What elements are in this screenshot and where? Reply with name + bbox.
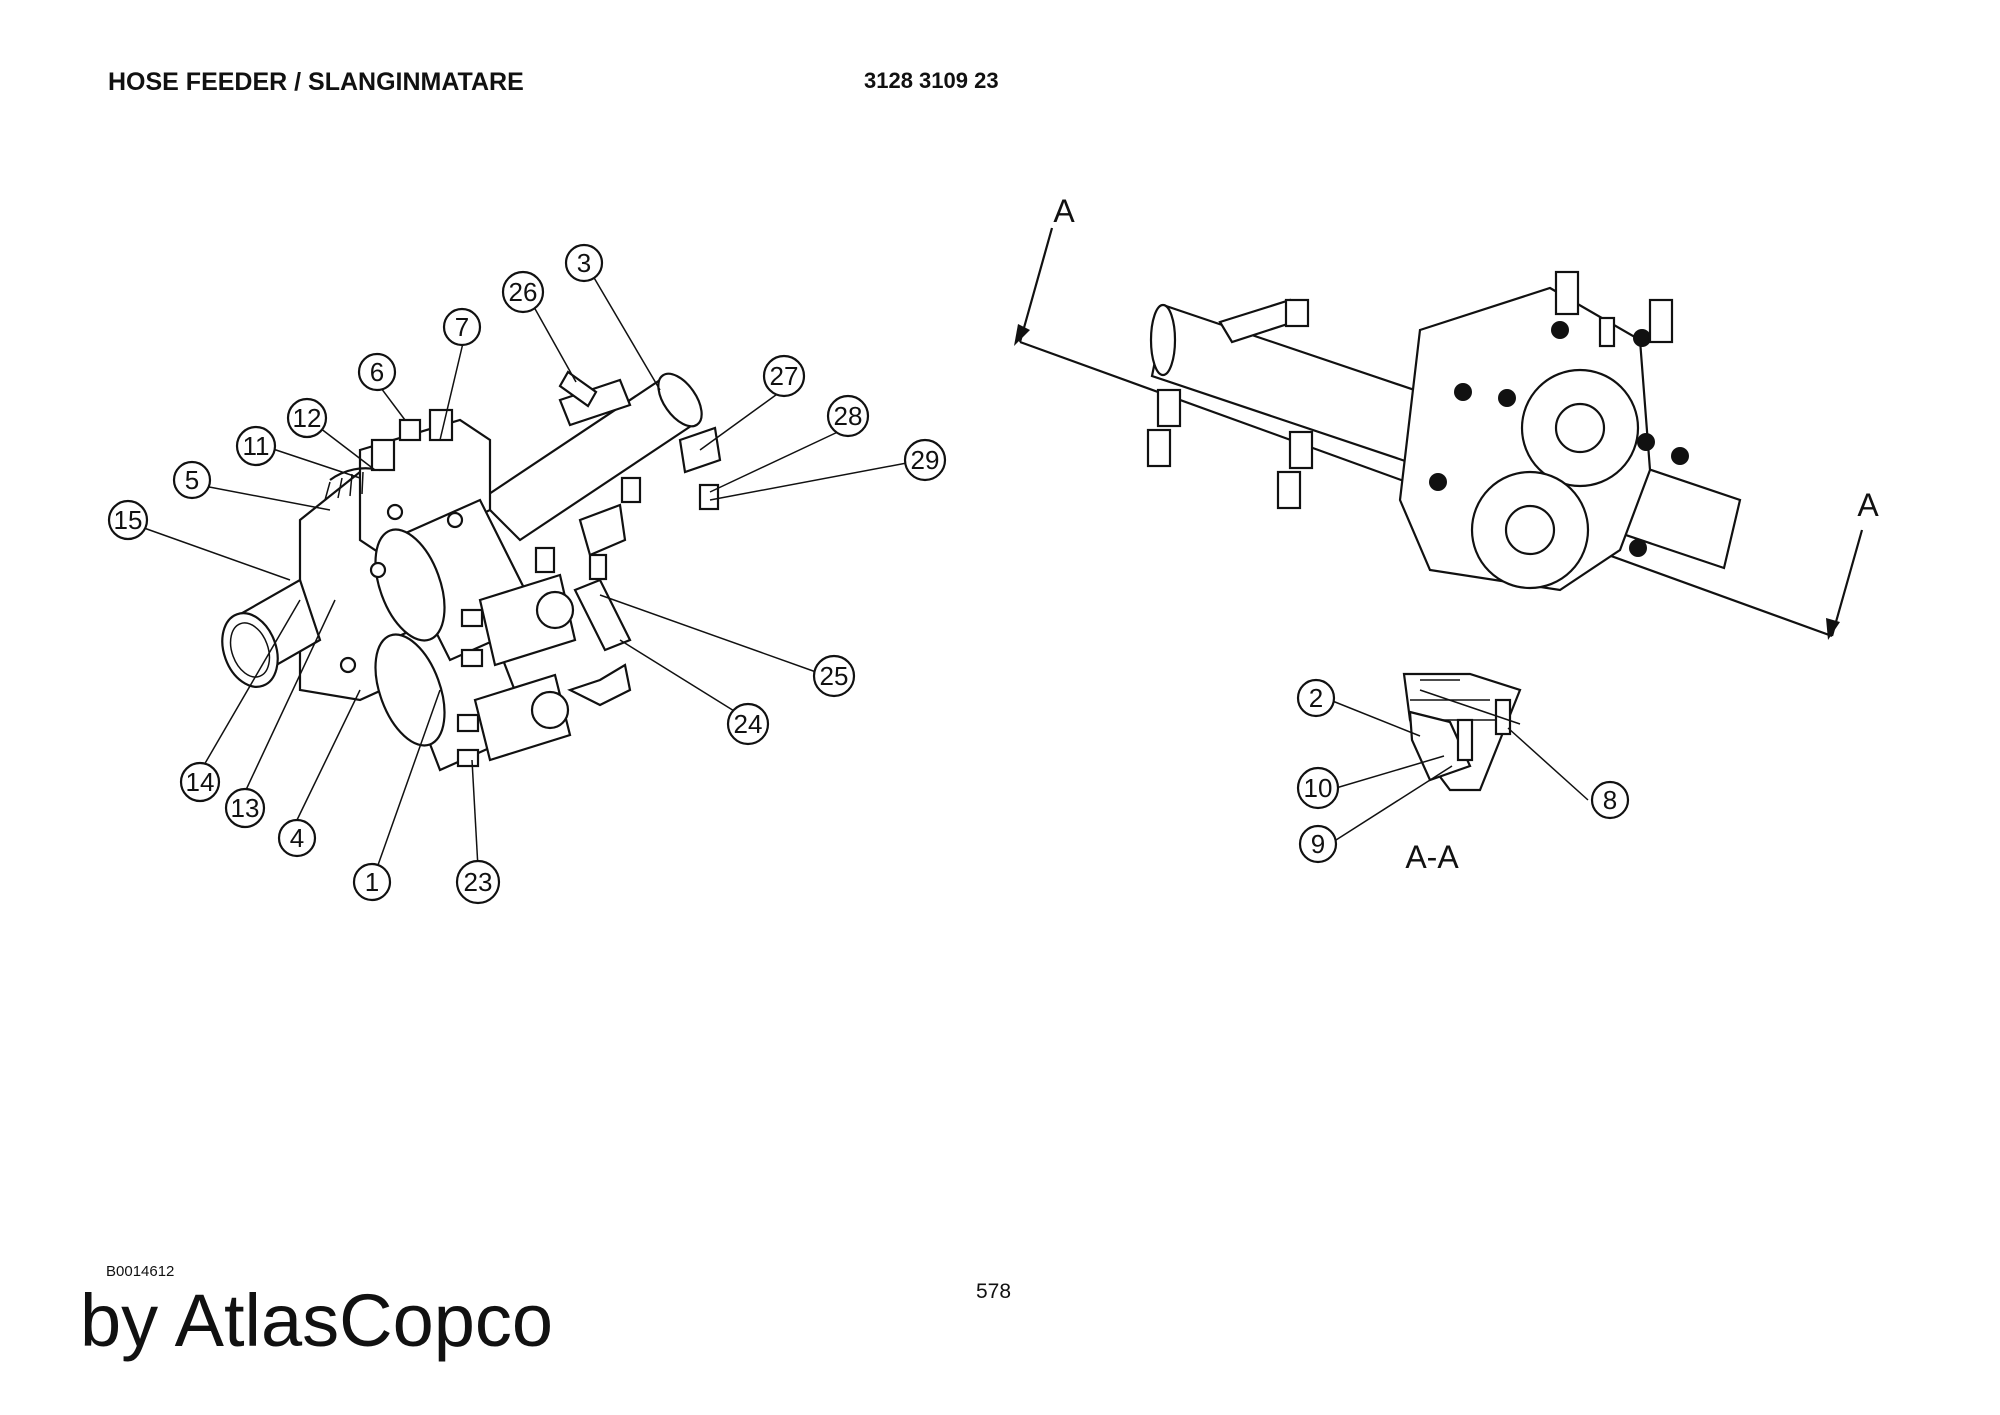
callout-12: 12 xyxy=(286,397,328,439)
leader-lines-section xyxy=(1329,699,1589,841)
callout-15: 15 xyxy=(107,499,149,541)
callout-10: 10 xyxy=(1296,766,1340,810)
callout-29: 29 xyxy=(903,438,947,482)
callout-11: 11 xyxy=(235,425,277,467)
svg-text:5: 5 xyxy=(185,465,199,495)
svg-text:8: 8 xyxy=(1603,785,1617,815)
section-marker-left: A xyxy=(1053,193,1075,229)
callout-7: 7 xyxy=(442,307,482,347)
svg-text:14: 14 xyxy=(186,767,215,797)
callout-27: 27 xyxy=(762,354,806,398)
svg-text:2: 2 xyxy=(1309,683,1323,713)
callout-14: 14 xyxy=(179,761,221,803)
callouts-section: 2 10 9 8 xyxy=(1296,678,1630,864)
hose-feeder-assembly xyxy=(221,370,722,772)
svg-text:10: 10 xyxy=(1304,773,1333,803)
part-number: 3128 3109 23 xyxy=(864,68,999,93)
svg-text:13: 13 xyxy=(231,793,260,823)
callout-9: 9 xyxy=(1298,824,1338,864)
section-view-label: A-A xyxy=(1405,839,1459,875)
svg-text:4: 4 xyxy=(290,823,304,853)
svg-text:1: 1 xyxy=(365,867,379,897)
svg-text:7: 7 xyxy=(455,312,469,342)
callout-23: 23 xyxy=(455,859,501,905)
svg-text:6: 6 xyxy=(370,357,384,387)
callout-1: 1 xyxy=(352,862,392,902)
svg-text:26: 26 xyxy=(509,277,538,307)
drawing-reference: B0014612 xyxy=(106,1263,175,1280)
brand-watermark: by AtlasCopco xyxy=(80,1279,554,1362)
callout-5: 5 xyxy=(172,460,212,500)
callout-28: 28 xyxy=(826,394,870,438)
svg-text:25: 25 xyxy=(820,661,849,691)
svg-text:28: 28 xyxy=(834,401,863,431)
callout-13: 13 xyxy=(224,787,266,829)
page-number: 578 xyxy=(976,1280,1012,1303)
section-marker-right: A xyxy=(1857,487,1879,523)
svg-text:27: 27 xyxy=(770,361,799,391)
callout-3: 3 xyxy=(564,243,604,283)
svg-text:24: 24 xyxy=(734,709,763,739)
callout-2: 2 xyxy=(1296,678,1336,718)
callout-8: 8 xyxy=(1590,780,1630,820)
svg-text:3: 3 xyxy=(577,248,591,278)
svg-text:23: 23 xyxy=(464,867,493,897)
svg-text:12: 12 xyxy=(293,403,322,433)
callout-26: 26 xyxy=(501,270,545,314)
svg-text:11: 11 xyxy=(243,431,270,461)
top-view xyxy=(1014,227,1864,640)
svg-text:15: 15 xyxy=(114,505,143,535)
callouts-main: 1 23 4 13 14 15 5 11 12 6 7 26 3 27 28 2… xyxy=(107,243,947,905)
leader-lines-main xyxy=(143,275,913,883)
callout-4: 4 xyxy=(277,818,317,858)
callout-25: 25 xyxy=(812,654,856,698)
callout-6: 6 xyxy=(357,352,397,392)
svg-text:9: 9 xyxy=(1311,829,1325,859)
section-a-a-detail xyxy=(1402,672,1522,792)
svg-text:29: 29 xyxy=(911,445,940,475)
page-title: HOSE FEEDER / SLANGINMATARE xyxy=(108,68,524,96)
callout-24: 24 xyxy=(726,702,770,746)
